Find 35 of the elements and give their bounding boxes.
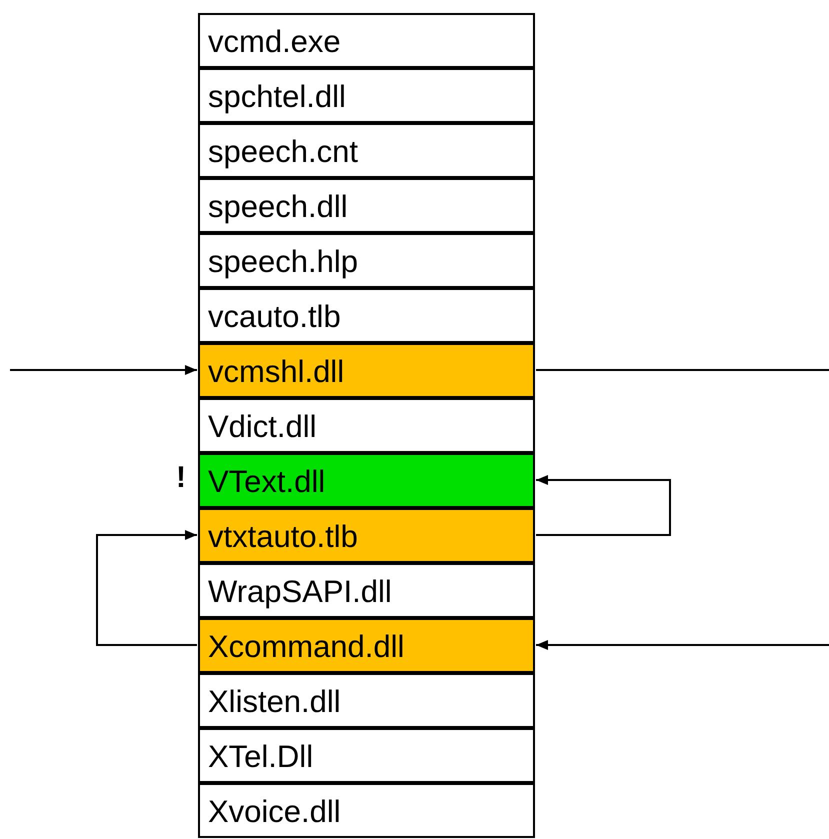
file-name: spchtel.dll [208,79,346,115]
warning-mark: ! [176,461,186,495]
arrow [536,640,829,650]
file-name: XTel.Dll [208,739,314,775]
file-name: WrapSAPI.dll [208,574,392,610]
file-name: speech.cnt [208,134,358,170]
file-row [198,508,535,563]
file-row [198,673,535,728]
arrow [536,475,671,536]
file-row [198,453,535,508]
file-row [198,618,535,673]
file-name: Xcommand.dll [208,629,404,665]
file-row [198,123,535,178]
arrow [10,365,197,375]
file-row [198,563,535,618]
file-name: speech.dll [208,189,348,225]
file-name: vcmd.exe [208,24,341,60]
file-row [198,728,535,783]
file-name: VText.dll [208,464,326,500]
file-row [198,398,535,453]
file-name: vtxtauto.tlb [208,519,358,555]
file-row [198,13,535,68]
file-row [198,233,535,288]
file-row [198,343,535,398]
file-row [198,288,535,343]
file-row [198,783,535,838]
file-name: vcmshl.dll [208,354,344,390]
file-name: speech.hlp [208,244,358,280]
file-name: vcauto.tlb [208,299,341,335]
file-name: Xlisten.dll [208,684,341,720]
arrow [96,530,197,646]
file-row [198,178,535,233]
file-name: Vdict.dll [208,409,317,445]
file-row [198,68,535,123]
file-name: Xvoice.dll [208,794,341,830]
